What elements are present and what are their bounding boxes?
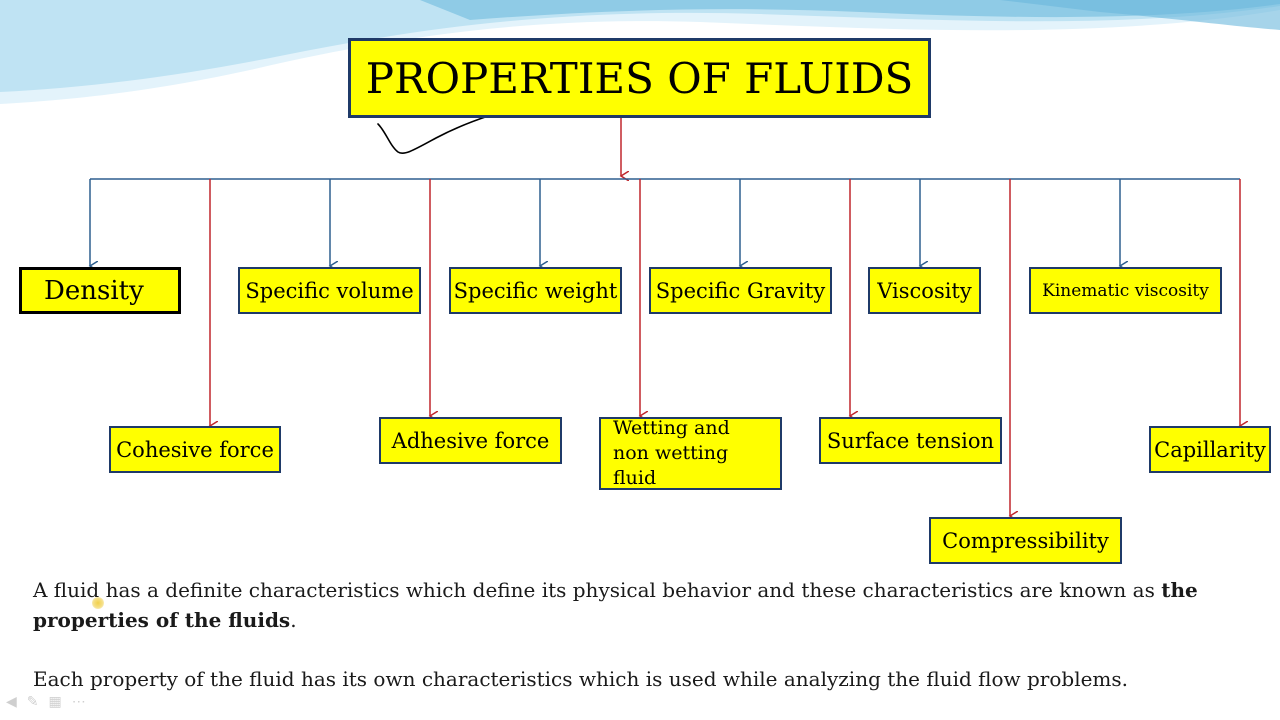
node-viscosity: Viscosity xyxy=(868,267,981,314)
node-label: Capillarity xyxy=(1154,437,1266,462)
node-capillarity: Capillarity xyxy=(1149,426,1271,473)
node-compressibility: Compressibility xyxy=(929,517,1122,564)
definition-bold-term: the properties of the fluids xyxy=(33,578,1198,632)
node-label: Kinematic viscosity xyxy=(1042,280,1209,301)
more-options-icon[interactable]: ⋯ xyxy=(71,694,86,710)
node-label: Specific Gravity xyxy=(655,278,826,303)
node-label: Surface tension xyxy=(826,428,995,453)
definition-text: A fluid has a definite characteristics w… xyxy=(33,578,1162,602)
node-specific-gravity: Specific Gravity xyxy=(649,267,832,314)
node-label: Specific volume xyxy=(245,278,414,303)
node-specific-volume: Specific volume xyxy=(238,267,421,314)
pen-icon[interactable]: ✎ xyxy=(26,694,39,710)
usage-paragraph: Each property of the fluid has its own c… xyxy=(33,664,1263,694)
node-label: Compressibility xyxy=(942,528,1109,553)
node-kinematic-viscosity: Kinematic viscosity xyxy=(1029,267,1222,314)
node-surface-tension: Surface tension xyxy=(819,417,1002,464)
node-label: Wetting and non wetting fluid xyxy=(613,417,730,489)
slides-icon[interactable]: ▦ xyxy=(48,694,62,710)
node-label: Viscosity xyxy=(877,278,972,303)
node-label: Density xyxy=(44,275,144,306)
node-label: Specific weight xyxy=(453,278,618,303)
previous-slide-icon[interactable]: ◀ xyxy=(6,694,17,710)
node-adhesive-force: Adhesive force xyxy=(379,417,562,464)
slideshow-toolbar[interactable]: ◀ ✎ ▦ ⋯ xyxy=(6,694,86,710)
laser-pointer-dot xyxy=(92,597,104,609)
node-specific-weight: Specific weight xyxy=(449,267,622,314)
definition-period: . xyxy=(290,608,297,632)
definition-paragraph: A fluid has a definite characteristics w… xyxy=(33,575,1263,635)
node-cohesive-force: Cohesive force xyxy=(109,426,281,473)
usage-text: Each property of the fluid has its own c… xyxy=(33,667,1129,691)
node-label: Adhesive force xyxy=(391,428,550,453)
node-density: Density xyxy=(19,267,181,314)
node-label: Cohesive force xyxy=(116,437,274,462)
title-box: PROPERTIES OF FLUIDS xyxy=(348,38,931,118)
node-wetting: Wetting and non wetting fluid xyxy=(599,417,782,490)
diagram-title: PROPERTIES OF FLUIDS xyxy=(365,53,914,103)
